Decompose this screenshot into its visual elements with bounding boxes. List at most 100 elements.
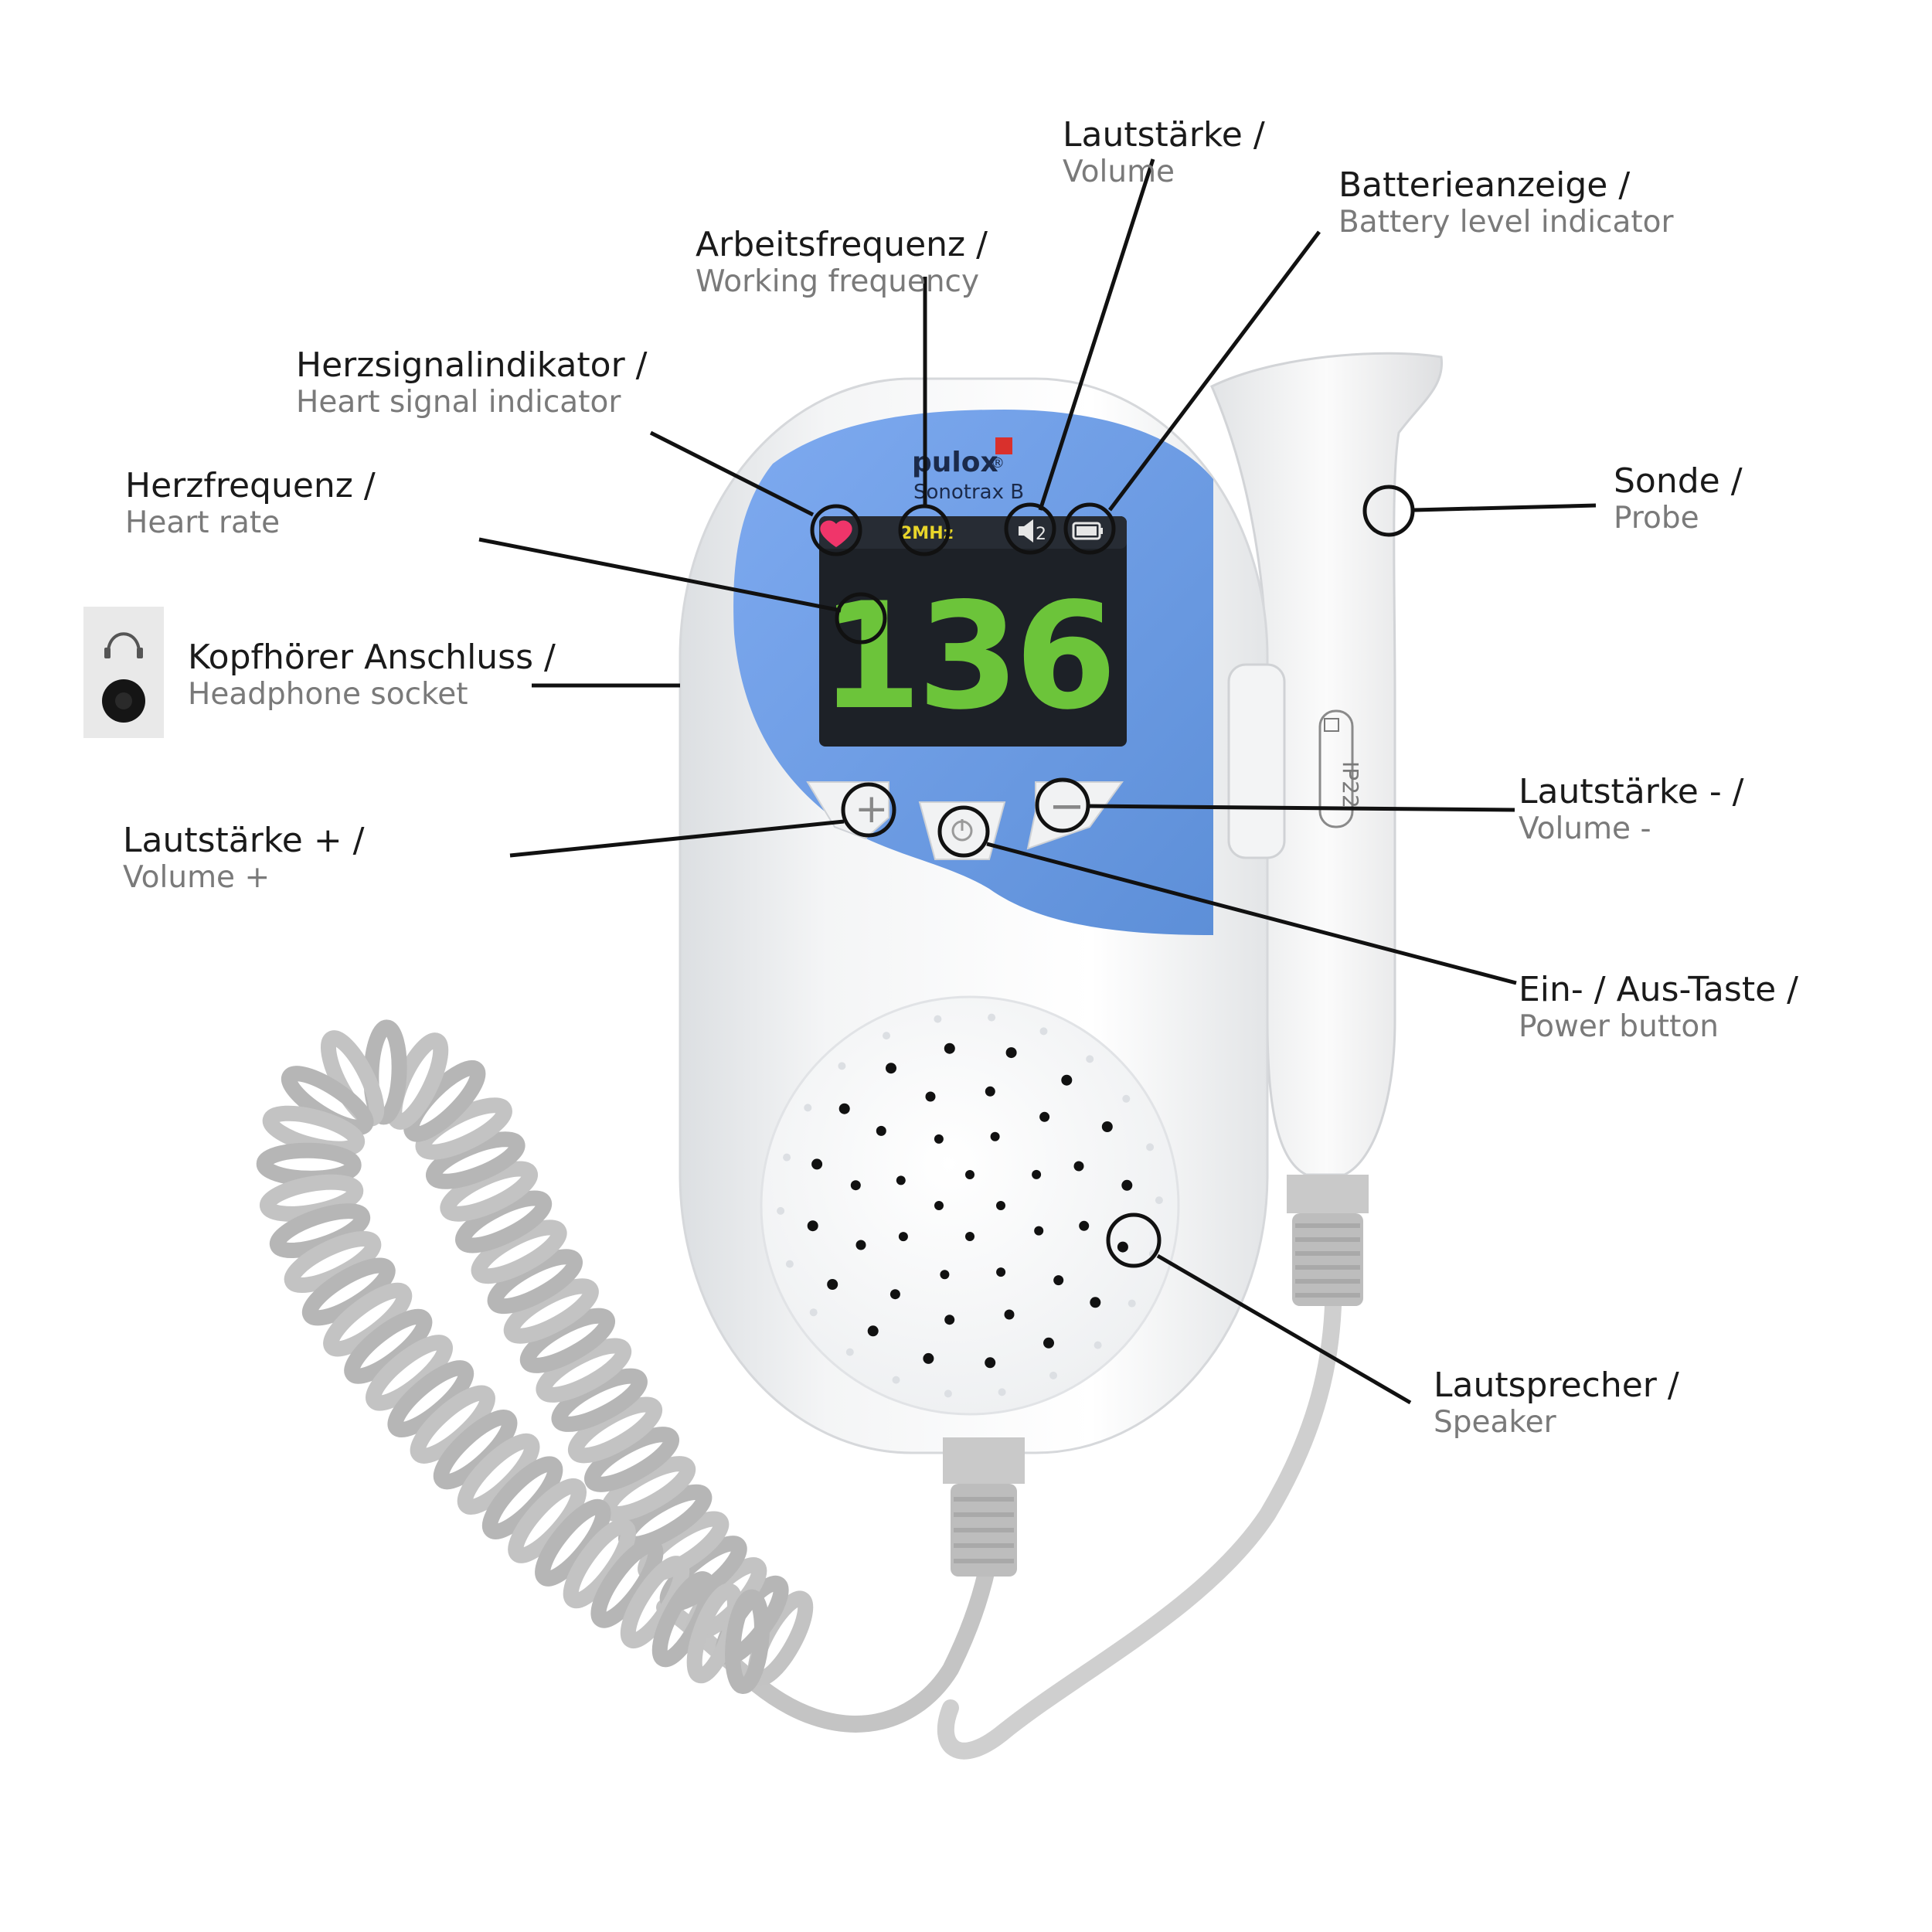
label-battery: Batterieanzeige / Battery level indicato… xyxy=(1338,165,1674,240)
speaker-hole xyxy=(1005,1047,1017,1059)
volume-plus-button[interactable] xyxy=(806,781,889,840)
label-heart-signal-en: Heart signal indicator xyxy=(296,384,621,420)
label-speaker-en: Speaker xyxy=(1434,1404,1556,1440)
speaker-hole xyxy=(850,1180,861,1191)
speaker-hole xyxy=(827,1279,838,1290)
speaker-hole xyxy=(923,1352,934,1364)
label-frequency-de: Arbeitsfrequenz / xyxy=(696,225,988,264)
label-volume-minus-en: Volume - xyxy=(1519,811,1651,846)
ip-rating-text: IP22 xyxy=(1338,761,1363,808)
probe: IP22 xyxy=(1210,352,1444,1306)
speaker-hole xyxy=(934,1134,944,1144)
speaker-hole xyxy=(883,1032,890,1040)
speaker-hole xyxy=(1039,1111,1050,1122)
speaker-hole xyxy=(811,1158,823,1170)
speaker-hole xyxy=(934,1015,942,1023)
plus-icon: + xyxy=(855,786,889,832)
label-speaker-de: Lautsprecher / xyxy=(1434,1366,1679,1405)
label-probe-en: Probe xyxy=(1614,500,1699,536)
speaker-volume-icon xyxy=(1019,519,1033,543)
speaker-hole xyxy=(996,1267,1006,1277)
speaker-holes xyxy=(777,1013,1163,1398)
speaker-hole xyxy=(985,1357,996,1369)
coiled-cable xyxy=(256,1019,1004,1733)
speaker-hole xyxy=(1053,1275,1064,1286)
callout-lines xyxy=(478,158,1597,1405)
label-volume-top-en: Volume xyxy=(1063,154,1175,189)
speaker-hole xyxy=(896,1175,906,1185)
speaker-hole xyxy=(1146,1143,1155,1151)
speaker-hole xyxy=(855,1240,866,1250)
speaker-hole xyxy=(944,1043,955,1054)
volume-level: 2 xyxy=(1036,525,1046,544)
label-power: Ein- / Aus-Taste / Power button xyxy=(1519,970,1798,1044)
speaker-hole xyxy=(809,1308,818,1317)
headphone-socket-inset xyxy=(83,607,164,738)
brand-reg-mark: ® xyxy=(991,455,1005,471)
battery-fill xyxy=(1077,526,1097,536)
label-battery-en: Battery level indicator xyxy=(1338,204,1674,240)
speaker-hole xyxy=(892,1376,900,1384)
headphone-icon xyxy=(107,632,141,654)
speaker-hole xyxy=(1155,1196,1163,1205)
label-heart-signal: Herzsignalindikator / Heart signal indic… xyxy=(296,345,648,420)
label-heart-signal-de: Herzsignalindikator / xyxy=(296,345,648,385)
speaker-hole xyxy=(1034,1226,1044,1236)
label-battery-de: Batterieanzeige / xyxy=(1338,165,1631,205)
speaker-hole xyxy=(886,1063,896,1074)
speaker-hole xyxy=(925,1091,936,1102)
label-heart-rate: Herzfrequenz / Heart rate xyxy=(125,466,376,540)
label-power-en: Power button xyxy=(1519,1009,1719,1044)
power-button[interactable] xyxy=(918,801,1006,860)
speaker-hole xyxy=(807,1220,818,1232)
speaker-hole xyxy=(867,1325,879,1337)
label-volume-minus-de: Lautstärke - / xyxy=(1519,772,1744,811)
display-screen xyxy=(819,516,1127,747)
label-volume-plus: Lautstärke + / Volume + xyxy=(123,821,365,895)
speaker-hole xyxy=(876,1125,886,1136)
probe-cable xyxy=(937,1259,1342,1760)
speaker-hole xyxy=(1043,1337,1054,1349)
speaker-hole xyxy=(1128,1299,1136,1308)
label-volume-minus: Lautstärke - / Volume - xyxy=(1519,772,1744,846)
label-frequency-en: Working frequency xyxy=(696,264,980,299)
label-volume-top: Lautstärke / Volume xyxy=(1063,115,1265,189)
label-headphone-de: Kopfhörer Anschluss / xyxy=(188,638,556,677)
speaker-hole xyxy=(965,1170,975,1179)
speaker-hole xyxy=(1121,1179,1133,1191)
speaker-hole xyxy=(940,1270,950,1280)
speaker-grille xyxy=(760,995,1180,1416)
speaker-hole xyxy=(1032,1169,1042,1179)
label-probe: Sonde / Probe xyxy=(1614,461,1743,536)
device-body: pulox ® Sonotrax B 2MHz 2 136 xyxy=(679,377,1286,1577)
speaker-hole xyxy=(783,1153,791,1162)
speaker-hole xyxy=(944,1389,952,1398)
speaker-hole xyxy=(1073,1161,1084,1172)
ip-rating-badge xyxy=(1318,709,1354,828)
probe-holder xyxy=(1227,663,1286,859)
label-volume-plus-de: Lautstärke + / xyxy=(123,821,365,860)
heart-icon xyxy=(820,520,852,547)
label-headphone-en: Headphone socket xyxy=(188,676,468,712)
speaker-hole xyxy=(838,1103,850,1114)
brand-accent-square xyxy=(995,437,1012,454)
label-speaker: Lautsprecher / Speaker xyxy=(1434,1366,1679,1440)
speaker-hole xyxy=(1061,1074,1073,1086)
speaker-hole xyxy=(1122,1094,1131,1103)
label-headphone: Kopfhörer Anschluss / Headphone socket xyxy=(188,638,556,712)
cable-coils xyxy=(256,1019,814,1695)
speaker-hole xyxy=(944,1315,955,1325)
label-probe-de: Sonde / xyxy=(1614,461,1743,501)
model-name: Sonotrax B xyxy=(913,481,1024,504)
speaker-hole xyxy=(990,1131,1000,1141)
speaker-hole xyxy=(1090,1297,1101,1308)
speaker-hole xyxy=(988,1013,996,1022)
minus-icon: − xyxy=(1049,781,1085,832)
speaker-hole xyxy=(838,1062,846,1070)
speaker-hole xyxy=(1094,1341,1102,1349)
label-heart-rate-en: Heart rate xyxy=(125,505,281,540)
speaker-hole xyxy=(845,1348,854,1356)
speaker-hole xyxy=(889,1289,900,1300)
speaker-hole xyxy=(785,1260,794,1268)
